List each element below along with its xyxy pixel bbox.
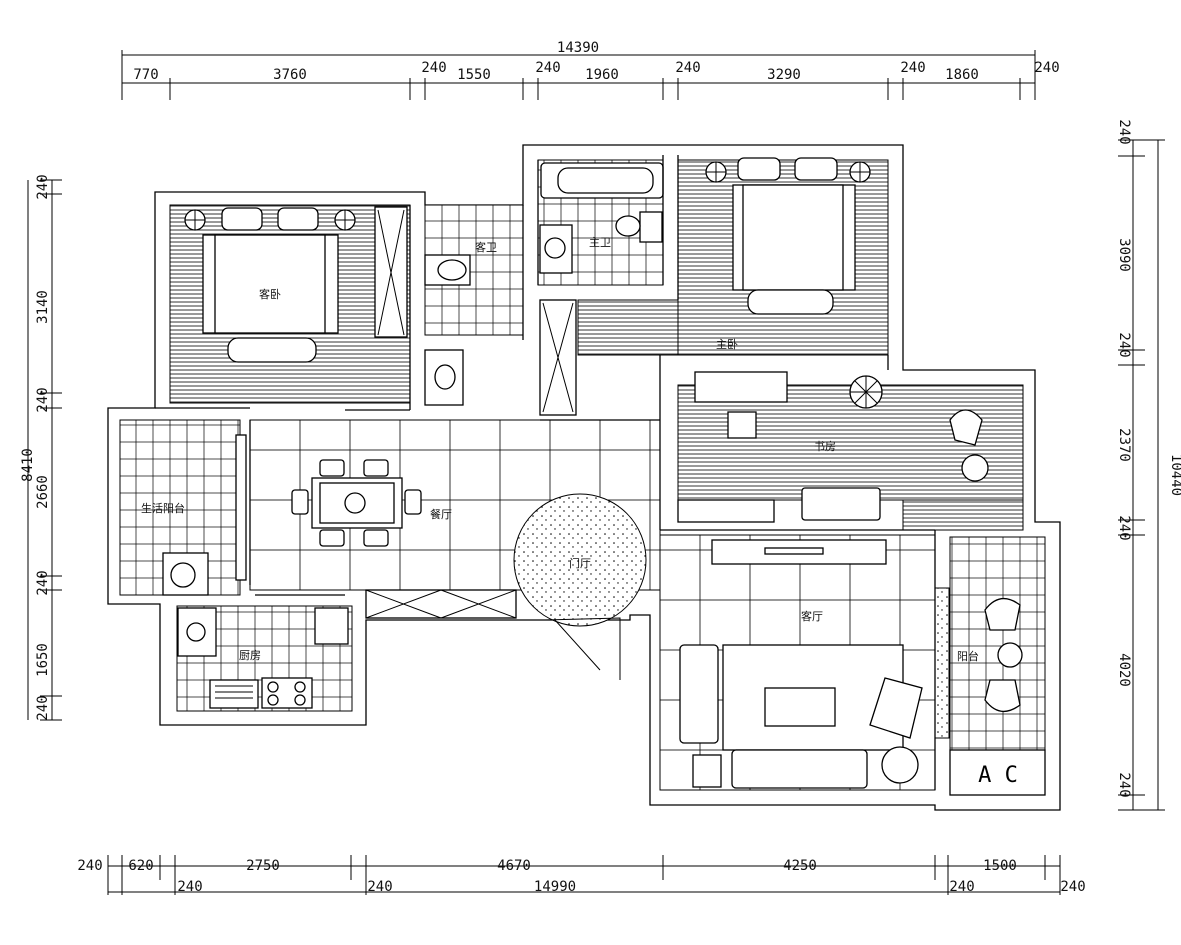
dim-right-seg: 240 bbox=[1116, 515, 1132, 540]
room-label-utility-balcony: 生活阳台 bbox=[141, 501, 185, 515]
room-label-master-bath: 主卫 bbox=[589, 236, 611, 249]
dim-right-seg: 240 bbox=[1116, 772, 1132, 797]
dim-top-seg: 3760 bbox=[273, 67, 307, 83]
room-label-master-bedroom: 主卧 bbox=[716, 338, 738, 351]
cabinet bbox=[677, 499, 775, 523]
dim-top-total: 14390 bbox=[557, 40, 599, 56]
wardrobe bbox=[539, 299, 577, 416]
dim-left-seg: 2660 bbox=[35, 475, 51, 509]
dim-bottom-seg: 1500 bbox=[983, 858, 1017, 874]
room-label-study: 书房 bbox=[814, 440, 836, 453]
study: 书房 bbox=[677, 371, 1024, 531]
dim-right-total: 10440 bbox=[1168, 454, 1181, 496]
dim-bottom-seg: 4670 bbox=[497, 858, 531, 874]
dim-top-seg: 240 bbox=[535, 60, 560, 76]
balcony: 阳台 A C bbox=[934, 536, 1046, 796]
guest-bath: 客卫 bbox=[424, 204, 524, 406]
dim-bottom-lower: 240 bbox=[949, 879, 974, 895]
dim-top-seg: 240 bbox=[421, 60, 446, 76]
toilet bbox=[639, 211, 663, 243]
ac-label: A C bbox=[978, 763, 1018, 788]
desk bbox=[694, 371, 788, 403]
dim-top-seg: 240 bbox=[675, 60, 700, 76]
dim-bottom-seg: 620 bbox=[128, 858, 153, 874]
dim-top-seg: 1960 bbox=[585, 67, 619, 83]
right-dimensions: 10440 240 3090 240 2370 240 4020 240 bbox=[1116, 119, 1181, 811]
sofa bbox=[679, 644, 719, 744]
dim-bottom-seg: 240 bbox=[77, 858, 102, 874]
sofa bbox=[731, 749, 868, 789]
dim-top-seg: 1550 bbox=[457, 67, 491, 83]
dim-right-seg: 2370 bbox=[1116, 428, 1132, 462]
guest-bedroom: 客卧 bbox=[169, 204, 411, 404]
room-label-living: 客厅 bbox=[801, 609, 823, 623]
cabinet bbox=[365, 589, 517, 619]
master-bedroom: 主卧 bbox=[539, 157, 889, 416]
room-label-entry: 门厅 bbox=[569, 556, 591, 570]
room-label-guest-bedroom: 客卧 bbox=[259, 287, 281, 301]
room-label-guest-bath: 客卫 bbox=[475, 240, 497, 254]
dim-bottom-seg: 4250 bbox=[783, 858, 817, 874]
interior-walls bbox=[155, 155, 936, 790]
armchair bbox=[984, 679, 1021, 712]
top-dimensions: 14390 770 3760 240 1550 240 1960 240 329… bbox=[121, 40, 1060, 100]
side-table bbox=[692, 754, 722, 788]
dim-top-seg: 240 bbox=[1034, 60, 1059, 76]
dim-right-seg: 3090 bbox=[1116, 238, 1132, 272]
coffee-table bbox=[764, 687, 836, 727]
room-label-dining: 餐厅 bbox=[430, 507, 452, 521]
flower-icon bbox=[344, 492, 366, 514]
dim-bottom-lower: 240 bbox=[367, 879, 392, 895]
room-label-balcony: 阳台 bbox=[957, 649, 979, 663]
living-room: 客厅 bbox=[659, 534, 936, 791]
round-table bbox=[997, 642, 1023, 668]
dim-bottom-total: 14990 bbox=[534, 879, 576, 895]
dim-right-seg: 240 bbox=[1116, 119, 1132, 144]
dim-left-seg: 240 bbox=[35, 387, 51, 412]
armchair bbox=[949, 409, 983, 446]
sofa bbox=[801, 487, 881, 521]
chair bbox=[727, 411, 757, 439]
dim-bottom-seg: 2750 bbox=[246, 858, 280, 874]
bottom-dimensions: 240 620 2750 4670 4250 1500 240 240 1499… bbox=[77, 855, 1086, 895]
dim-left-seg: 3140 bbox=[35, 290, 51, 324]
room-label-kitchen: 厨房 bbox=[239, 649, 261, 662]
left-dimensions: 8410 240 3140 240 2660 240 1650 240 bbox=[20, 174, 62, 721]
dim-right-seg: 240 bbox=[1116, 332, 1132, 357]
dim-bottom-lower: 240 bbox=[177, 879, 202, 895]
round-table bbox=[961, 454, 989, 482]
entry-rug bbox=[513, 493, 647, 627]
dim-top-seg: 3290 bbox=[767, 67, 801, 83]
dim-bottom-lower: 240 bbox=[1060, 879, 1085, 895]
dim-top-seg: 1860 bbox=[945, 67, 979, 83]
dim-left-total: 8410 bbox=[20, 448, 36, 482]
fridge bbox=[314, 607, 349, 645]
round-table bbox=[881, 746, 919, 784]
armchair bbox=[869, 677, 923, 739]
dim-top-seg: 770 bbox=[133, 67, 158, 83]
entry: 门厅 bbox=[513, 493, 647, 680]
utility-balcony: 生活阳台 bbox=[119, 419, 247, 596]
kitchen: 厨房 bbox=[176, 605, 353, 712]
dim-left-seg: 240 bbox=[35, 695, 51, 720]
dim-top-seg: 240 bbox=[900, 60, 925, 76]
master-bath: 主卫 bbox=[537, 159, 664, 286]
dim-left-seg: 240 bbox=[35, 174, 51, 199]
dim-left-seg: 1650 bbox=[35, 643, 51, 677]
dim-right-seg: 4020 bbox=[1116, 653, 1132, 687]
armchair bbox=[984, 598, 1021, 631]
dim-left-seg: 240 bbox=[35, 570, 51, 595]
